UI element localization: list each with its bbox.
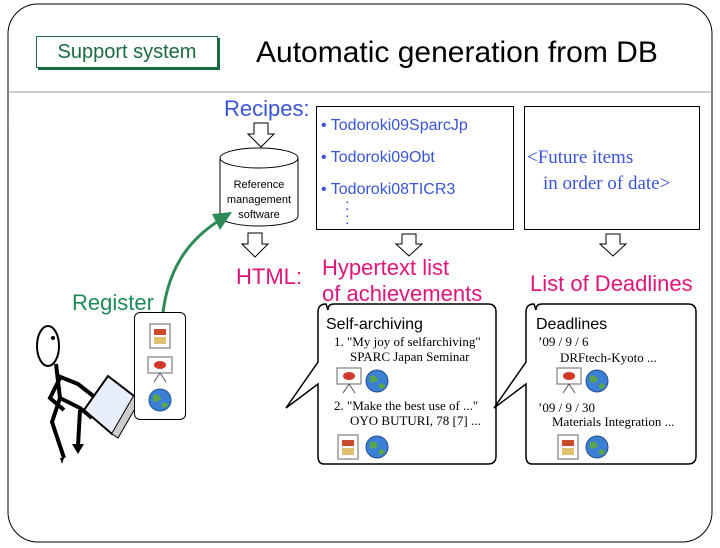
register-label: Register xyxy=(72,290,154,315)
presentation-icon[interactable] xyxy=(336,366,362,394)
slide-title: Automatic generation from DB xyxy=(256,36,658,69)
register-arrow xyxy=(160,212,232,323)
archive-entry-title[interactable]: 1. "My joy of selfarchiving" xyxy=(334,334,481,349)
html-label: HTML: xyxy=(236,264,302,289)
person-at-laptop-icon xyxy=(36,325,140,464)
recipe-item[interactable]: • Todoroki09Obt xyxy=(321,149,435,166)
web-icon[interactable] xyxy=(364,434,390,460)
presentation-icon[interactable] xyxy=(556,366,582,394)
file-icons-panel xyxy=(134,312,186,420)
card-title: Deadlines xyxy=(536,316,608,333)
web-icon[interactable] xyxy=(364,368,390,394)
archive-entry-source: OYO BUTURI, 78 [7] ... xyxy=(350,413,481,428)
down-arrow-icon xyxy=(394,233,424,257)
future-items-box: <Future items in order of date> xyxy=(524,106,700,230)
recipes-label: Recipes: xyxy=(224,96,310,121)
database-label: Reference management software xyxy=(226,179,292,221)
archive-entry-title[interactable]: 2. "Make the best use of ..." xyxy=(334,398,479,413)
recipe-item[interactable]: • Todoroki09SparcJp xyxy=(321,117,468,134)
deadline-date: ’09 / 9 / 6 xyxy=(538,334,589,349)
future-items-line: <Future items xyxy=(527,147,634,168)
document-icon[interactable] xyxy=(148,323,172,349)
support-system-tag: Support system xyxy=(36,36,218,68)
recipe-ellipsis: :: xyxy=(345,197,350,228)
web-icon[interactable] xyxy=(147,387,173,413)
document-icon[interactable] xyxy=(336,434,360,460)
future-items-line: in order of date> xyxy=(543,173,671,194)
self-archiving-card: Self-archiving 1. "My joy of selfarchivi… xyxy=(324,314,494,464)
deadline-date: ’09 / 9 / 30 xyxy=(538,400,596,415)
archive-entry-source: SPARC Japan Seminar xyxy=(350,349,470,364)
down-arrow-icon xyxy=(598,233,628,257)
deadlines-heading: List of Deadlines xyxy=(530,271,693,296)
web-icon[interactable] xyxy=(584,434,610,460)
deadlines-card: Deadlines ’09 / 9 / 6 DRFtech-Kyoto ... … xyxy=(534,314,694,464)
deadline-event[interactable]: DRFtech-Kyoto ... xyxy=(560,350,657,365)
database-icon xyxy=(219,147,299,227)
down-arrow-icon xyxy=(240,232,270,258)
recipe-item[interactable]: • Todoroki08TICR3 xyxy=(321,181,456,198)
document-icon[interactable] xyxy=(556,434,580,460)
down-arrow-icon xyxy=(246,122,276,148)
deadline-event[interactable]: Materials Integration ... xyxy=(552,414,675,429)
recipes-list-box: • Todoroki09SparcJp • Todoroki09Obt • To… xyxy=(316,106,514,230)
card-title: Self-archiving xyxy=(326,316,423,333)
web-icon[interactable] xyxy=(584,368,610,394)
presentation-icon[interactable] xyxy=(147,355,173,383)
achievements-heading: Hypertext list of achievements xyxy=(322,255,483,306)
